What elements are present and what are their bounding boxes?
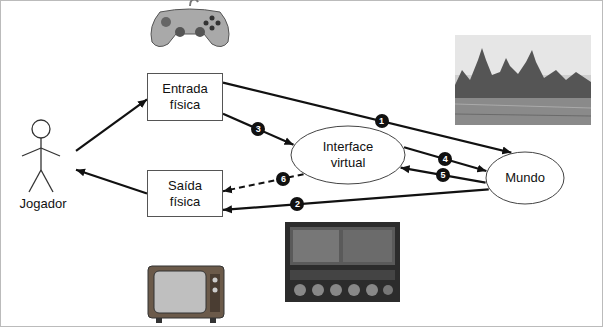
node-label: Mundo [505, 170, 545, 186]
dashed-arrow [223, 174, 304, 191]
stick-figure [29, 170, 41, 192]
node-label: Jogador [10, 196, 76, 212]
ellipse-node: Interface virtual [290, 125, 406, 185]
tv-picture [148, 266, 224, 323]
ellipse-node: Mundo [485, 151, 565, 205]
game-screenshot [285, 222, 400, 302]
callout-number: 6 [276, 172, 290, 186]
callout-number: 2 [290, 197, 304, 211]
node-label: Saída física [154, 178, 216, 210]
city-photo [455, 35, 591, 125]
callout-number: 5 [436, 168, 450, 182]
callout-number: 1 [375, 114, 389, 128]
flow-arrow [76, 170, 147, 194]
node-label: Interface virtual [311, 139, 385, 171]
flow-arrow [223, 189, 489, 210]
ellipse-outline [486, 152, 564, 204]
stick-figure [41, 148, 60, 156]
process-box: Saída física [147, 170, 223, 217]
node-label: Entrada física [154, 81, 216, 113]
stick-figure [40, 138, 41, 170]
process-box: Entrada física [147, 73, 223, 121]
stick-figure [22, 148, 41, 156]
callout-number: 3 [251, 122, 265, 136]
player-figure: Jogador [10, 118, 76, 212]
callout-number: 4 [438, 152, 452, 166]
stick-figure [10, 118, 72, 196]
flow-arrow [223, 114, 293, 145]
stick-figure [41, 170, 53, 192]
flow-arrow [76, 99, 147, 150]
stick-figure [32, 120, 50, 138]
gamepad-picture [151, 0, 229, 47]
ellipse-outline [291, 126, 405, 184]
flow-arrow [401, 168, 486, 183]
